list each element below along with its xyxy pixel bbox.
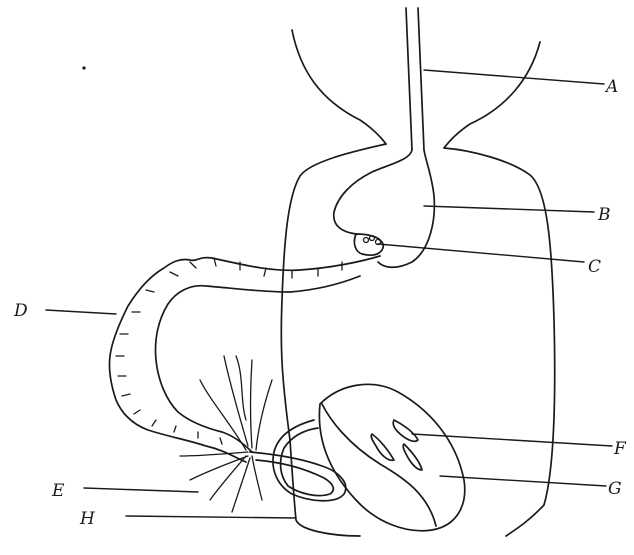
label-e: E [51, 481, 65, 501]
tube-d-outer [109, 256, 380, 462]
sac-b [334, 150, 435, 267]
leader-d [46, 310, 116, 314]
leader-c [378, 244, 584, 262]
leader-h [126, 516, 296, 518]
lower-join [290, 440, 360, 536]
leader-b [424, 206, 594, 212]
tube-left-wall [406, 8, 412, 150]
fiber-6 [180, 452, 248, 456]
tube-right-wall [418, 8, 424, 150]
tube-d-folds [116, 258, 342, 444]
label-a: A [604, 77, 618, 97]
leader-a [424, 70, 604, 84]
fiber-8 [232, 458, 250, 512]
fiber-2 [224, 356, 248, 446]
upper-left-wall [292, 30, 386, 144]
label-b: B [597, 205, 611, 225]
leader-e [84, 488, 198, 492]
label-h: H [79, 509, 96, 529]
fiber-7 [210, 456, 246, 500]
organ-f-slot-1 [393, 420, 418, 441]
tube-d-inner [156, 276, 361, 452]
label-c: C [588, 257, 601, 277]
knob-c-dot-1 [364, 238, 369, 243]
fiber-3 [251, 360, 253, 448]
label-g: G [608, 479, 622, 499]
fiber-5 [256, 380, 272, 450]
label-d: D [13, 301, 28, 321]
organ-f-slot-2 [371, 434, 394, 460]
upper-right-wall [444, 42, 540, 148]
leader-f [412, 434, 612, 446]
fiber-9 [252, 456, 262, 500]
organ-f-slot-3 [403, 444, 422, 470]
stray-dot [82, 66, 85, 69]
label-f: F [613, 439, 627, 459]
fiber-10 [190, 456, 248, 480]
organ-g-fold [322, 404, 436, 526]
